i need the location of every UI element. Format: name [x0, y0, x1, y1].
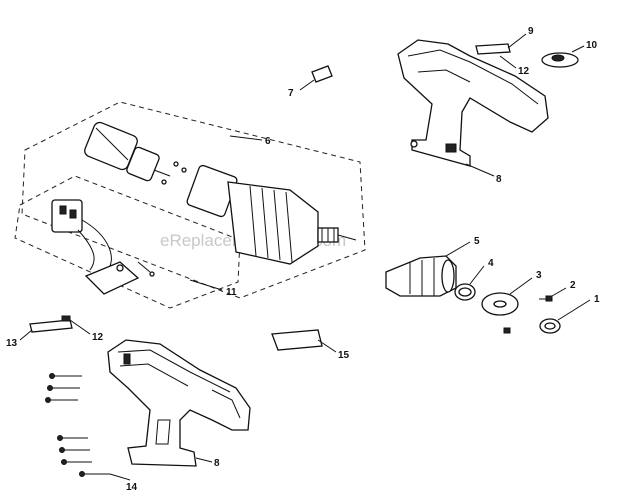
- callout-4: 4: [488, 258, 494, 269]
- callout-1: 1: [594, 294, 600, 305]
- motor-gearbox-assembly-box: [21, 101, 366, 299]
- callout-8-top: 8: [496, 174, 502, 185]
- leader-4: [469, 265, 485, 285]
- callout-7: 7: [288, 88, 294, 99]
- label-plate-part: [271, 329, 323, 351]
- callout-12-top: 12: [518, 66, 530, 77]
- callout-11: 11: [226, 287, 237, 298]
- housing-left-part: [107, 339, 251, 467]
- callout-9: 9: [528, 26, 534, 37]
- badge-part: [541, 52, 579, 68]
- leader-12b: [69, 319, 91, 335]
- leader-5: [445, 241, 471, 257]
- screw-part: [539, 295, 553, 302]
- leader-12a: [499, 55, 517, 69]
- ring-part: [454, 283, 476, 301]
- leader-6: [229, 135, 263, 141]
- callout-3: 3: [536, 270, 542, 281]
- leader-1: [557, 299, 591, 321]
- housing-right-part: [397, 39, 549, 167]
- leader-2: [551, 287, 567, 297]
- leader-9: [507, 33, 527, 49]
- leader-10: [571, 45, 585, 53]
- leader-8b: [195, 457, 213, 463]
- clip-12-part: [61, 315, 71, 322]
- leader-8a: [465, 163, 495, 177]
- screws-part: [45, 373, 110, 477]
- leader-11: [189, 279, 223, 291]
- clip-9-part: [475, 43, 511, 55]
- leader-7: [299, 79, 315, 91]
- callout-2: 2: [570, 280, 576, 291]
- leader-15: [317, 339, 337, 353]
- leader-3: [509, 277, 533, 295]
- washer-part: [481, 292, 519, 316]
- leader-13: [19, 329, 33, 341]
- switch-part: [51, 199, 155, 295]
- motor-part: [84, 121, 187, 185]
- callout-12-left: 12: [92, 332, 104, 343]
- callout-6: 6: [265, 136, 271, 147]
- callout-8-bottom: 8: [214, 458, 220, 469]
- screw-small-part: [503, 327, 511, 334]
- clip-13-part: [29, 319, 73, 333]
- switch-assembly-box: [14, 175, 241, 309]
- callout-13: 13: [6, 338, 18, 349]
- leader-14: [109, 473, 131, 481]
- callout-15: 15: [338, 350, 350, 361]
- gearbox-part: [186, 164, 357, 265]
- callout-14: 14: [126, 482, 138, 493]
- callout-10: 10: [586, 40, 598, 51]
- chuck-part: [385, 255, 457, 297]
- callout-5: 5: [474, 236, 480, 247]
- clip-part: [311, 65, 333, 83]
- ring-1-part: [539, 318, 561, 334]
